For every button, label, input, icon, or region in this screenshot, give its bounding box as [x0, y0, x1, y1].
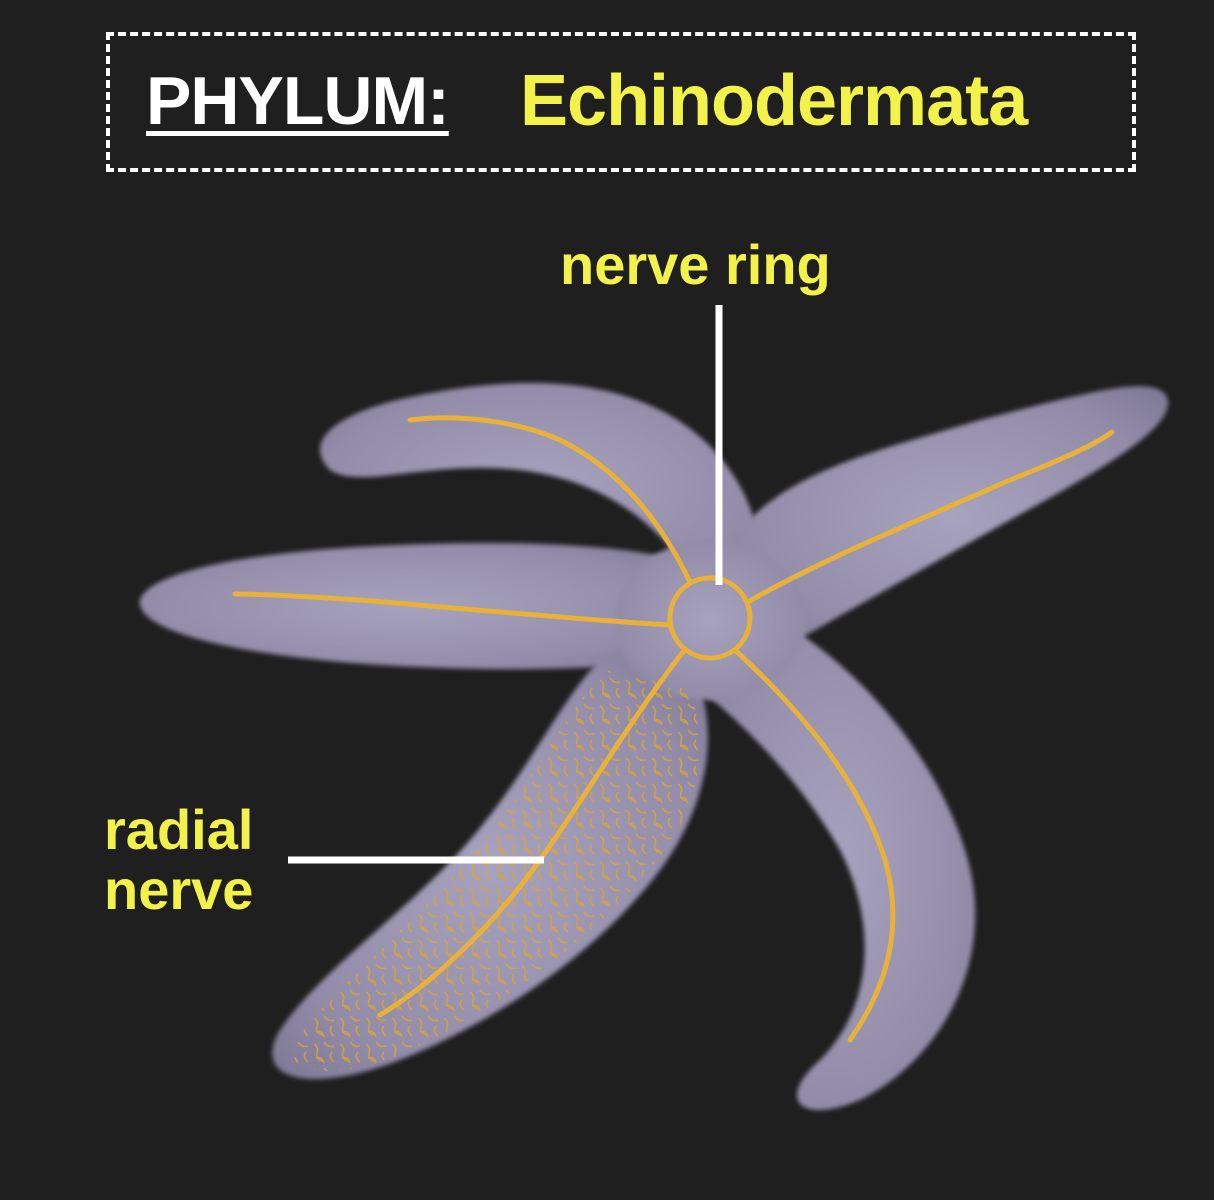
radial-nerve-label: radial nerve — [104, 800, 253, 920]
nerve-ring-circle — [667, 575, 753, 661]
radial-nerve-upper-right — [745, 429, 1115, 605]
radial-nerve-label-line1: radial — [104, 798, 254, 861]
nerve-ring-label: nerve ring — [560, 233, 831, 296]
radial-nerve-upper-left — [407, 415, 693, 585]
starfish-central-disc — [615, 540, 805, 700]
starfish-arm-lower-right — [700, 610, 976, 1111]
radial-nerve-lower-right — [732, 647, 896, 1043]
phylum-label: PHYLUM: — [146, 63, 450, 139]
starfish-arm-upper-left — [320, 383, 760, 590]
radial-nerve-label-line2: nerve — [104, 858, 254, 921]
starfish-body — [139, 383, 1169, 1111]
starfish-arm-upper-right — [740, 386, 1169, 650]
radial-nerve-left — [232, 591, 673, 628]
title-box — [106, 32, 1136, 172]
phylum-name: Echinodermata — [520, 61, 1028, 141]
